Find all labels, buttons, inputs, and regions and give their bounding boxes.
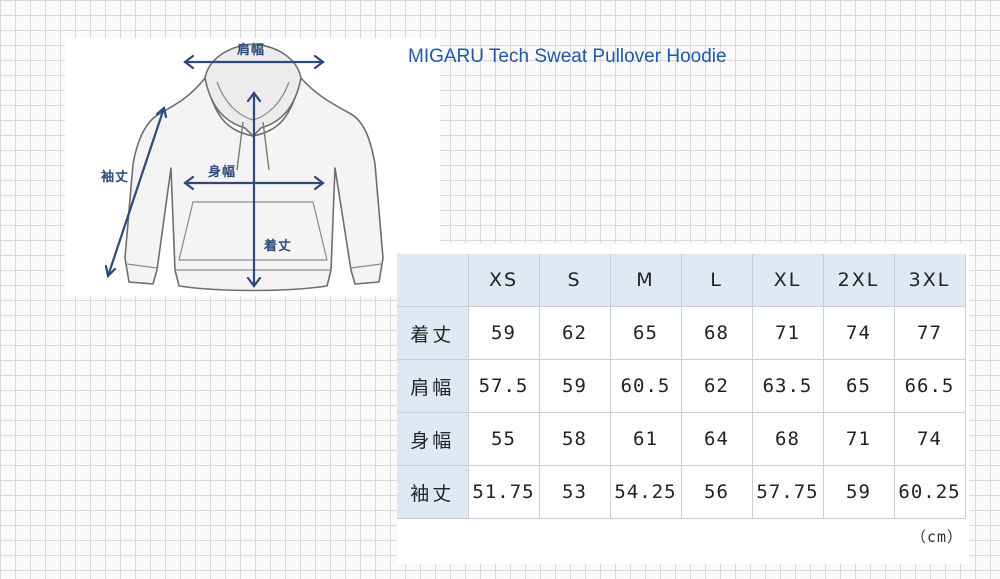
table-row: 着丈 59 62 65 68 71 74 77 (397, 306, 966, 360)
size-header: L (681, 254, 753, 307)
header-corner-cell (397, 254, 469, 307)
table-cell: 57.5 (468, 359, 540, 413)
table-cell: 77 (894, 306, 966, 360)
table-cell: 64 (681, 412, 753, 466)
table-cell: 68 (752, 412, 824, 466)
table-cell: 71 (823, 412, 895, 466)
table-cell: 51.75 (468, 465, 540, 519)
table-cell: 74 (894, 412, 966, 466)
table-row: 身幅 55 58 61 64 68 71 74 (397, 412, 966, 466)
table-cell: 53 (539, 465, 611, 519)
row-label: 肩幅 (397, 359, 469, 413)
size-header: 2XL (823, 254, 895, 307)
size-table: XS S M L XL 2XL 3XL 着丈 59 62 65 68 71 74… (397, 254, 966, 519)
size-header: 3XL (894, 254, 966, 307)
product-title: MIGARU Tech Sweat Pullover Hoodie (408, 46, 727, 67)
unit-note: （cm） (910, 528, 963, 546)
row-label: 袖丈 (397, 465, 469, 519)
table-cell: 68 (681, 306, 753, 360)
table-cell: 60.5 (610, 359, 682, 413)
size-header: XS (468, 254, 540, 307)
body-width-label: 身幅 (208, 165, 237, 180)
cuff-rib-left (126, 263, 158, 269)
cuff-rib-right (350, 263, 382, 269)
table-row: 肩幅 57.5 59 60.5 62 63.5 65 66.5 (397, 359, 966, 413)
size-header: S (539, 254, 611, 307)
row-label: 着丈 (397, 306, 469, 360)
pocket-outline (178, 201, 328, 261)
table-cell: 59 (823, 465, 895, 519)
table-cell: 62 (681, 359, 753, 413)
table-cell: 65 (823, 359, 895, 413)
table-cell: 58 (539, 412, 611, 466)
table-cell: 62 (539, 306, 611, 360)
hoodie-diagram-panel: 肩幅 袖丈 身幅 着丈 (65, 38, 440, 296)
table-cell: 65 (610, 306, 682, 360)
table-cell: 60.25 (894, 465, 966, 519)
table-cell: 61 (610, 412, 682, 466)
table-cell: 54.25 (610, 465, 682, 519)
body-length-arrow (246, 91, 262, 288)
table-cell: 59 (539, 359, 611, 413)
table-cell: 63.5 (752, 359, 824, 413)
table-cell: 66.5 (894, 359, 966, 413)
row-label: 身幅 (397, 412, 469, 466)
table-cell: 56 (681, 465, 753, 519)
size-header-row: XS S M L XL 2XL 3XL (397, 254, 966, 307)
table-cell: 57.75 (752, 465, 824, 519)
table-cell: 71 (752, 306, 824, 360)
hoodie-illustration (104, 43, 384, 292)
sleeve-length-arrow (104, 105, 168, 279)
drawstring-left (236, 121, 244, 171)
sleeve-length-label: 袖丈 (101, 170, 130, 185)
table-cell: 74 (823, 306, 895, 360)
hood-outline (204, 43, 302, 138)
table-cell: 55 (468, 412, 540, 466)
body-length-label: 着丈 (264, 239, 293, 254)
size-header: M (610, 254, 682, 307)
shoulder-width-label: 肩幅 (237, 43, 266, 58)
table-cell: 59 (468, 306, 540, 360)
size-header: XL (752, 254, 824, 307)
table-row: 袖丈 51.75 53 54.25 56 57.75 59 60.25 (397, 465, 966, 519)
drawstring-right (262, 121, 270, 171)
size-table-panel: XS S M L XL 2XL 3XL 着丈 59 62 65 68 71 74… (397, 244, 969, 564)
shoulder-width-arrow (183, 54, 325, 70)
